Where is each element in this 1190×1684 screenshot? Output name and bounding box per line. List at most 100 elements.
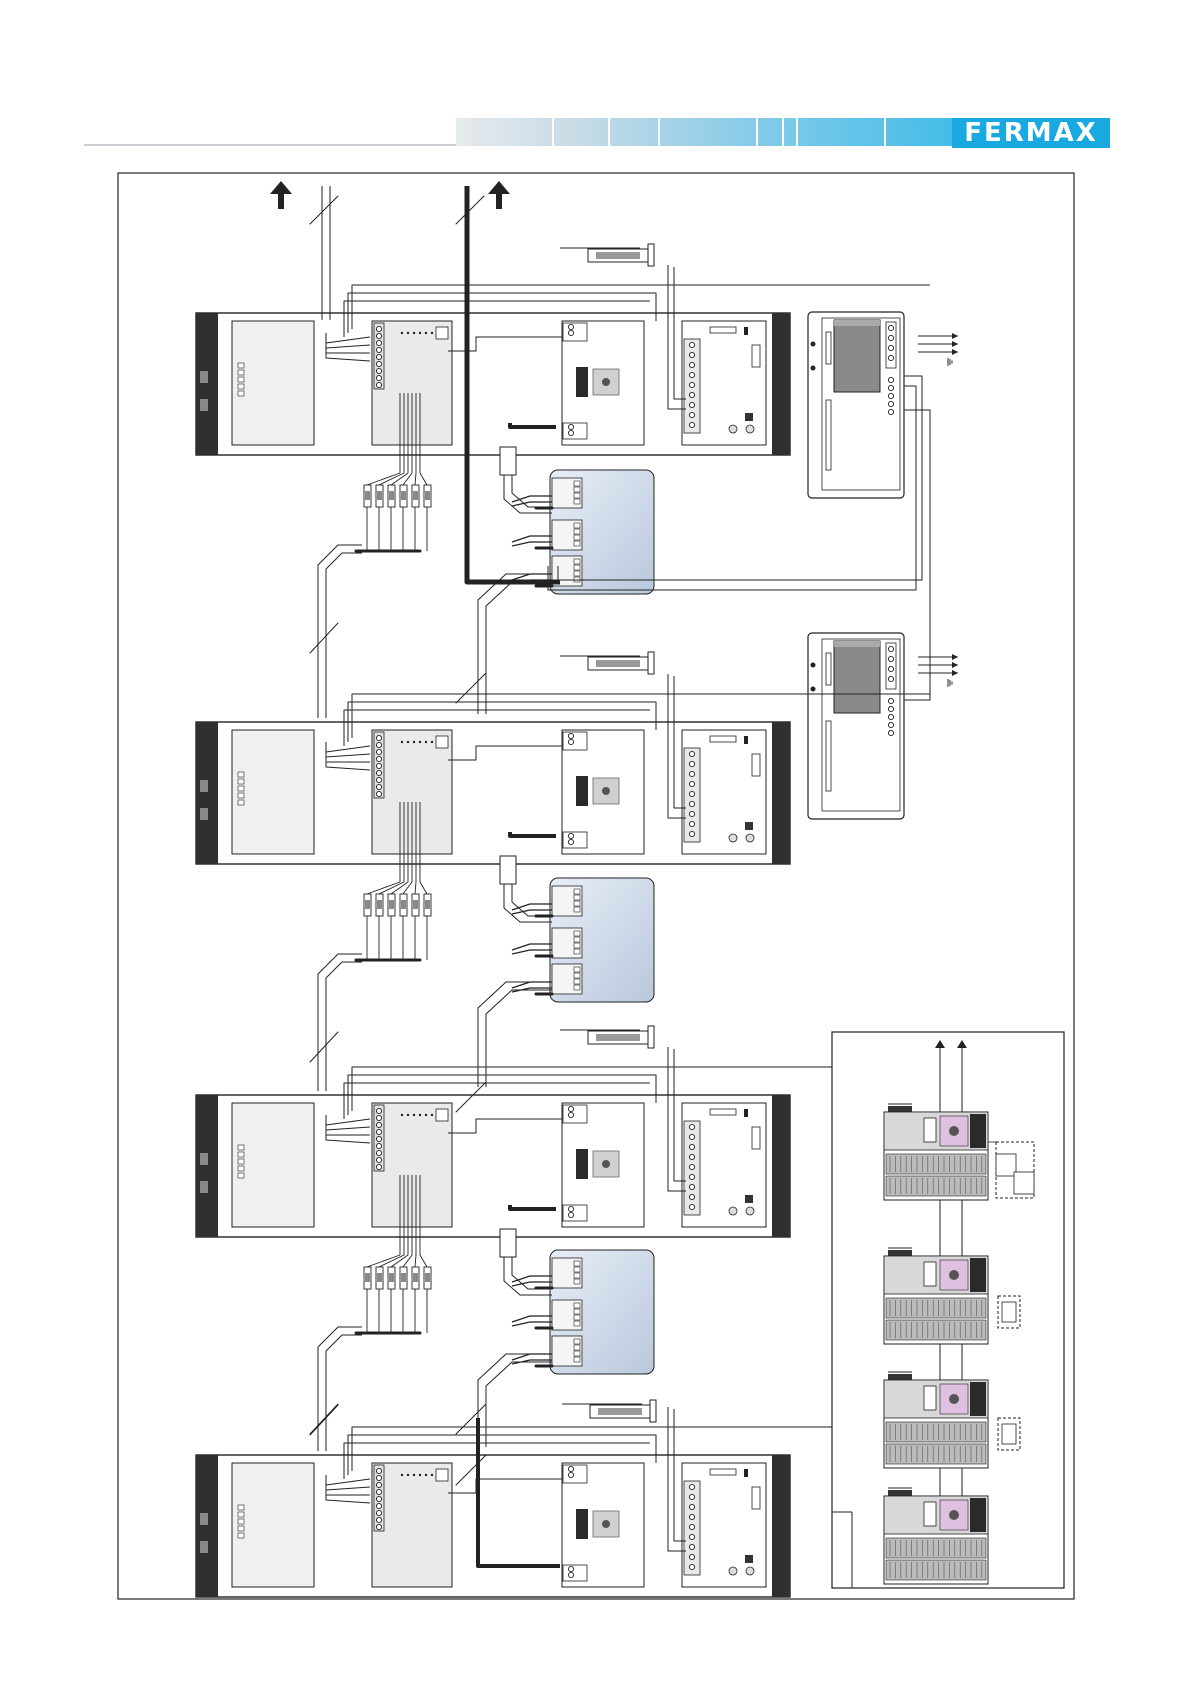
terminal — [568, 739, 573, 744]
connector-pin — [425, 1114, 427, 1116]
connector-pin — [407, 1474, 409, 1476]
terminal — [689, 1134, 694, 1139]
terminal — [689, 362, 694, 367]
camera-terminal-bottom — [563, 1205, 587, 1221]
terminal — [689, 751, 694, 756]
button-module — [232, 1463, 314, 1587]
terminal — [376, 1150, 381, 1155]
terminal — [888, 385, 893, 390]
terminal — [376, 763, 381, 768]
terminal — [376, 326, 381, 331]
right-arrow-icon — [918, 333, 958, 339]
terminal — [376, 784, 381, 789]
volume-knob — [729, 1207, 737, 1215]
distributor-wire — [512, 496, 552, 502]
connector-pin — [413, 1474, 415, 1476]
inset-group — [832, 1032, 1064, 1588]
terminal — [888, 656, 893, 661]
audio-connector — [710, 1469, 736, 1475]
camera-lens-center — [602, 1160, 610, 1168]
monitor-side-slot — [826, 653, 831, 685]
terminal — [376, 1510, 381, 1515]
terminal — [888, 666, 893, 671]
terminal — [376, 1517, 381, 1522]
distributor-wire — [512, 1322, 552, 1326]
terminal — [689, 1194, 694, 1199]
audio-connector — [710, 1109, 736, 1115]
distributor-wire — [512, 1282, 552, 1286]
terminal — [689, 831, 694, 836]
camera-terminal-top — [563, 1465, 587, 1483]
call-button — [238, 1526, 244, 1531]
terminal — [888, 714, 893, 719]
video-distributor-1 — [512, 470, 654, 594]
coax-splitter — [500, 856, 516, 884]
terminal — [888, 698, 893, 703]
right-arrow-icon — [918, 670, 958, 676]
terminal — [689, 412, 694, 417]
terminal — [568, 1212, 573, 1217]
inset-panel-4 — [884, 1488, 988, 1584]
riser-wire — [326, 1335, 362, 1451]
dip-switch — [752, 1487, 760, 1509]
terminal — [689, 382, 694, 387]
distributor-wire — [512, 950, 552, 954]
terminal — [568, 1206, 573, 1211]
terminal — [376, 1164, 381, 1169]
call-button — [238, 1533, 244, 1538]
terminal — [376, 1157, 381, 1162]
connector-pin — [401, 332, 403, 334]
monitor-screw — [811, 366, 816, 371]
inset-panel-3 — [884, 1372, 988, 1468]
connector-pin — [401, 1114, 403, 1116]
call-button — [238, 1166, 244, 1171]
riser-tick — [310, 623, 338, 653]
volume-knob — [729, 425, 737, 433]
call-button — [238, 1519, 244, 1524]
terminal — [689, 352, 694, 357]
camera-terminal-top — [563, 1105, 587, 1123]
camera-lens-housing — [576, 1509, 588, 1539]
monitor-screw — [811, 663, 816, 668]
coax-wire — [486, 1362, 552, 1447]
terminal — [376, 770, 381, 775]
terminal — [376, 1143, 381, 1148]
camera-terminal-bottom — [563, 832, 587, 848]
terminal — [888, 646, 893, 651]
terminal — [376, 1475, 381, 1480]
terminal — [376, 1503, 381, 1508]
connector-pin — [413, 1114, 415, 1116]
terminal — [376, 347, 381, 352]
volume-knob — [746, 1567, 754, 1575]
terminal — [689, 392, 694, 397]
connector-pin — [431, 1474, 433, 1476]
call-button — [238, 1159, 244, 1164]
terminal — [888, 401, 893, 406]
terminal — [376, 791, 381, 796]
audio-connector — [710, 736, 736, 742]
connector-pin — [413, 332, 415, 334]
terminal — [376, 1489, 381, 1494]
terminal — [568, 1572, 573, 1577]
terminal — [568, 324, 573, 329]
monitor-screw — [811, 342, 816, 347]
dip-switch — [752, 345, 760, 367]
ground-icon — [948, 679, 952, 687]
terminal — [568, 1472, 573, 1477]
riser-tick — [456, 196, 484, 224]
coax-wire — [478, 1354, 552, 1447]
terminal — [376, 777, 381, 782]
monitors-group — [808, 312, 958, 819]
terminal — [689, 1204, 694, 1209]
camera-lens-center — [602, 787, 610, 795]
terminal — [888, 393, 893, 398]
monitor-screw — [811, 687, 816, 692]
video-distributor-3 — [512, 1250, 654, 1374]
riser-wire — [318, 1327, 362, 1451]
terminal — [888, 325, 893, 330]
distributor-wire — [512, 1354, 552, 1360]
terminal — [376, 756, 381, 761]
panel-left-end — [196, 1455, 218, 1597]
terminal — [689, 1164, 694, 1169]
